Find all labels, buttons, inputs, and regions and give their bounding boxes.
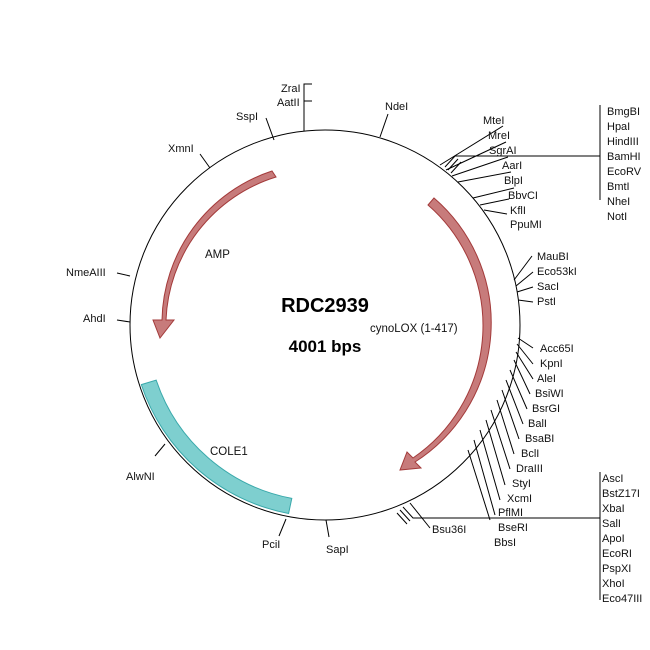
site-ahdi: AhdI [83,313,106,325]
mcs-top-item: EcoRV [607,166,642,178]
mcs-bottom-item: EcoRI [602,548,632,560]
mcs-bottom-item: XbaI [602,503,625,515]
site-draiii: DraIII [516,463,543,475]
cole1-feature [140,379,293,515]
site-mrei: MreI [488,130,510,142]
mcs-bottom-item: SalI [602,518,621,530]
site-aatii: AatII [277,97,300,109]
site-pflmi: PflMI [498,507,523,519]
site-psti: PstI [537,296,556,308]
alwni-tick [154,443,166,457]
plasmid-name: RDC2939 [281,295,369,317]
mcs-top-item: NheI [607,196,630,208]
site-ndei: NdeI [385,101,408,113]
site-ppumi: PpuMI [510,219,542,231]
site-bcli: BclI [521,448,539,460]
amp-arrow [152,170,277,340]
sspi-tick [265,117,275,141]
plasmid-size: 4001 bps [289,337,362,356]
sapi-tick [325,519,330,538]
cynolox-label: cynoLOX (1-417) [370,323,458,335]
cynolox-arrow [399,197,492,471]
mcs-top-item: HpaI [607,121,630,133]
site-nmeaiii: NmeAIII [66,267,106,279]
site-pcii: PciI [262,539,280,551]
site-bali: BalI [528,418,547,430]
site-sapi: SapI [326,544,349,556]
mcs-top-item: HindIII [607,136,639,148]
site-kfli: KflI [510,205,526,217]
site-bsrgi: BsrGI [532,403,560,415]
site-bsu36i: Bsu36I [432,524,466,536]
plasmid-backbone [129,129,521,521]
site-sgrai: SgrAI [489,145,517,157]
xmni-tick [199,153,211,169]
mcs-bottom-bracket [396,472,601,600]
site-zrai: ZraI [281,83,301,95]
amp-label: AMP [205,249,230,261]
site-blpi: BlpI [504,175,523,187]
site-xcmi: XcmI [507,493,532,505]
site-bseri: BseRI [498,522,528,534]
site-acc65i: Acc65I [540,343,574,355]
site-sspi: SspI [236,111,258,123]
bsu36i-tick [409,502,431,529]
mcs-bottom-item: PspXI [602,563,631,575]
site-alwni: AlwNI [126,471,155,483]
site-eco53ki: Eco53kI [537,266,577,278]
site-alei: AleI [537,373,556,385]
site-aari: AarI [502,160,522,172]
mcs-bottom-item: AscI [602,473,623,485]
mcs-bottom-item: XhoI [602,578,625,590]
right-upper-ticks [513,255,534,303]
site-mtei: MteI [483,115,504,127]
mcs-bottom-item: Eco47III [602,593,642,605]
mcs-top-item: BmgBI [607,106,640,118]
site-bbsi: BbsI [494,537,516,549]
right-lower-ticks [467,337,534,521]
mcs-top-item: NotI [607,211,627,223]
site-bsiwi: BsiWI [535,388,564,400]
mcs-bottom-item: ApoI [602,533,625,545]
pcii-tick [278,518,287,537]
ndei-tick [379,113,389,138]
ahdi-tick [116,319,131,323]
site-bsabi: BsaBI [525,433,554,445]
site-bbvci: BbvCI [508,190,538,202]
mcs-bottom-item: BstZ17I [602,488,640,500]
zrai-aatii-tick [303,83,312,131]
site-styi: StyI [512,478,531,490]
mcs-top-item: BamHI [607,151,641,163]
cole1-label: COLE1 [210,446,248,458]
mcs-top-item: BmtI [607,181,630,193]
site-kpni: KpnI [540,358,563,370]
site-saci: SacI [537,281,559,293]
site-maubi: MauBI [537,251,569,263]
mcs-top-bracket [444,105,601,200]
nmeaiii-tick [116,272,131,277]
site-xmni: XmnI [168,143,194,155]
